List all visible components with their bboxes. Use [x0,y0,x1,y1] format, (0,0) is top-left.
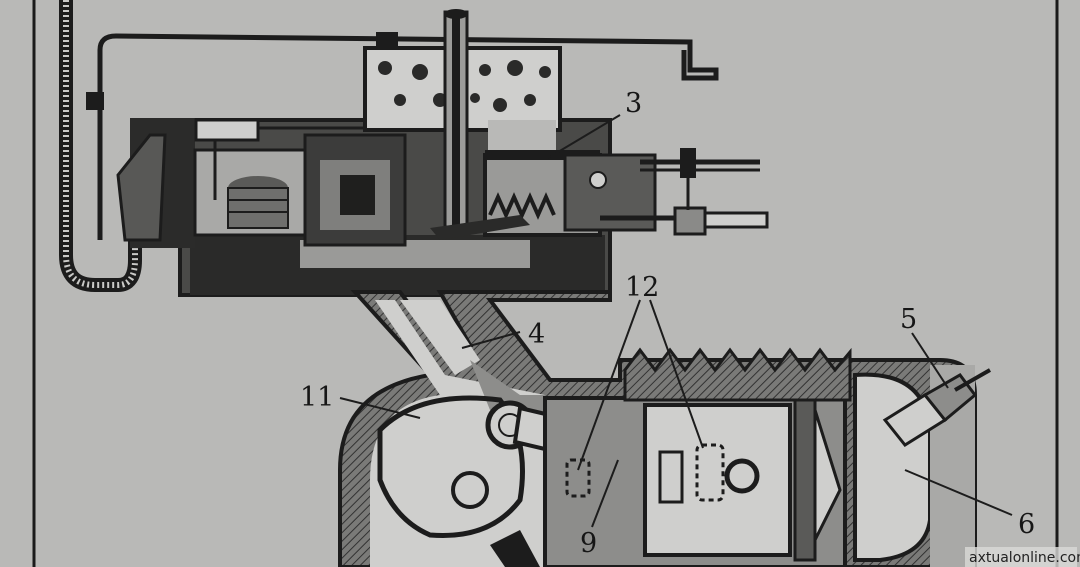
piston-wrist-pin [724,458,760,494]
middle-chamber-slot [340,175,375,215]
dashed-port-right [695,443,725,502]
valve-ball [589,171,607,189]
spindle-core [452,12,460,227]
feed-pipe [59,0,142,292]
outline-bracket [86,92,104,110]
outlet-fitting-lower [673,206,707,236]
leader-4 [461,331,521,349]
coil-spring [488,192,556,220]
leader-12a [577,299,641,471]
watermark-bg [965,547,1077,567]
small-valve-top [194,118,260,142]
callout-4: 4 [528,319,545,350]
callout-3: 3 [625,88,642,119]
leader-5 [911,332,949,389]
crank-neck [400,300,480,375]
governor-outline [97,33,719,240]
left-elbow [116,133,167,242]
watermark-text: axtualonline.com [969,550,1080,566]
callout-6: 6 [1018,509,1035,540]
spindle-head [444,9,468,19]
cylinder-head-valve [813,409,842,541]
crank-web [490,530,540,567]
leader-6 [904,469,1013,516]
leader-9 [591,459,619,528]
callout-11: 11 [300,382,334,413]
capsule-body [227,187,289,229]
callout-12: 12 [625,272,659,303]
crank-arc [377,395,525,539]
plug-fitting [882,368,991,447]
piston-slot [658,450,684,504]
leader-3 [547,114,621,159]
crank-chamber-interior [370,300,545,567]
top-cap [376,32,398,50]
spring-lever [430,215,530,240]
cylinder-head-plate [793,398,817,562]
leader-11 [339,397,421,419]
outlet-nozzle [703,211,769,229]
callout-5: 5 [900,304,917,335]
leader-12b [649,299,704,449]
spring-chamber-top [485,150,600,160]
crankshaft-center [451,471,489,509]
callout-9: 9 [580,528,597,559]
